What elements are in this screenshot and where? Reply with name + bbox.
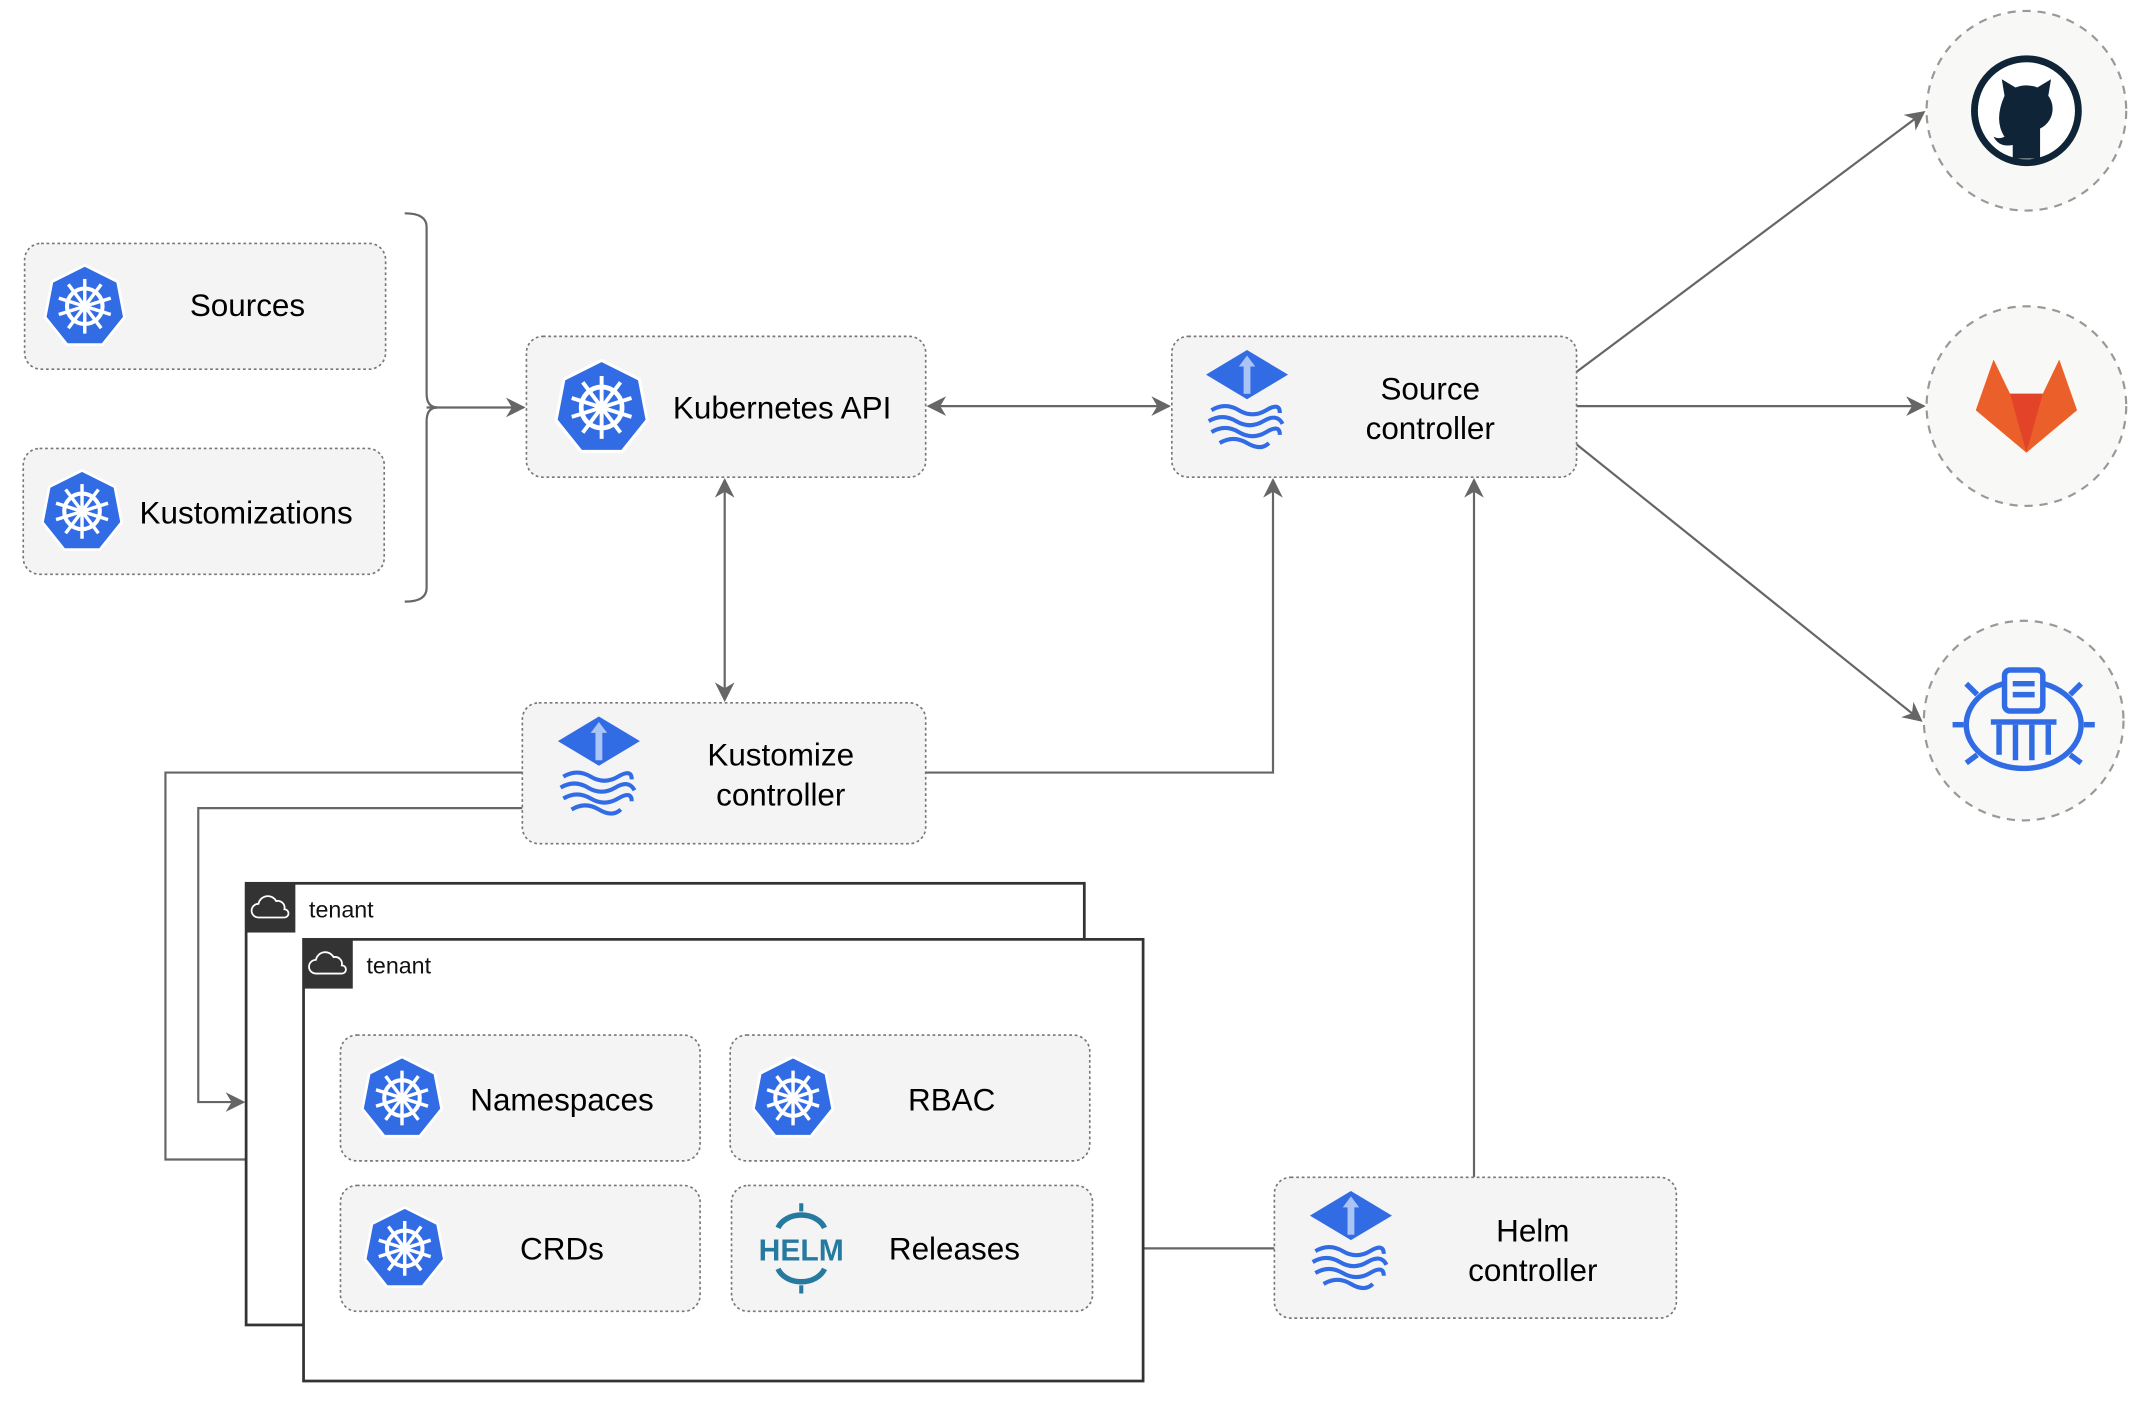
tenant-label: tenant [366,953,431,979]
gitlab-icon [1975,359,2077,453]
edge-kustomize-tenant-back [197,807,523,1112]
bucket-icon [1952,667,2095,772]
node-kustomizations[interactable]: Kustomizations [22,447,386,576]
node-helm-controller[interactable]: Helm controller [1273,1176,1678,1319]
node-label: Kustomizations [140,496,353,531]
edge-kustomize-tenant-front [164,771,523,1170]
github-icon [1971,55,2082,167]
node-label-line1: Helm [1496,1214,1569,1249]
node-releases[interactable]: HELM Releases [730,1184,1094,1313]
bucket-node[interactable] [1922,619,2125,822]
edge-source-github [1575,110,1926,373]
node-kubernetes-api[interactable]: Kubernetes API [525,335,927,479]
tenant-front[interactable]: tenant Namespaces RBAC CRDs HELM Release… [302,938,1145,1383]
edge-source-bucket [1575,443,1923,722]
node-rbac[interactable]: RBAC [729,1034,1091,1162]
svg-text:HELM: HELM [759,1235,844,1268]
node-label-line1: Kustomize [707,738,854,773]
node-source-controller[interactable]: Source controller [1170,335,1578,479]
node-label: Kubernetes API [673,390,891,425]
tenant-header-badge [246,883,296,933]
node-namespaces[interactable]: Namespaces [339,1034,701,1162]
tenant-label: tenant [309,896,374,922]
node-label: Releases [889,1231,1020,1266]
node-kustomize-controller[interactable]: Kustomize controller [521,701,927,845]
github-node[interactable] [1925,9,2128,212]
tenant-header-badge [303,939,353,989]
gitlab-node[interactable] [1925,305,2128,508]
node-label: CRDs [520,1231,604,1266]
node-label-line2: controller [1366,411,1495,446]
node-label-line1: Source [1380,371,1480,406]
node-label: Sources [190,288,305,323]
node-label-line2: controller [716,777,845,812]
helm-icon: HELM [759,1203,844,1294]
node-sources[interactable]: Sources [23,242,387,371]
node-crds[interactable]: CRDs [339,1184,701,1313]
edge-kustomize-source [925,477,1283,774]
node-label: Namespaces [470,1082,653,1117]
node-label-line2: controller [1468,1253,1597,1288]
node-label: RBAC [908,1082,995,1117]
